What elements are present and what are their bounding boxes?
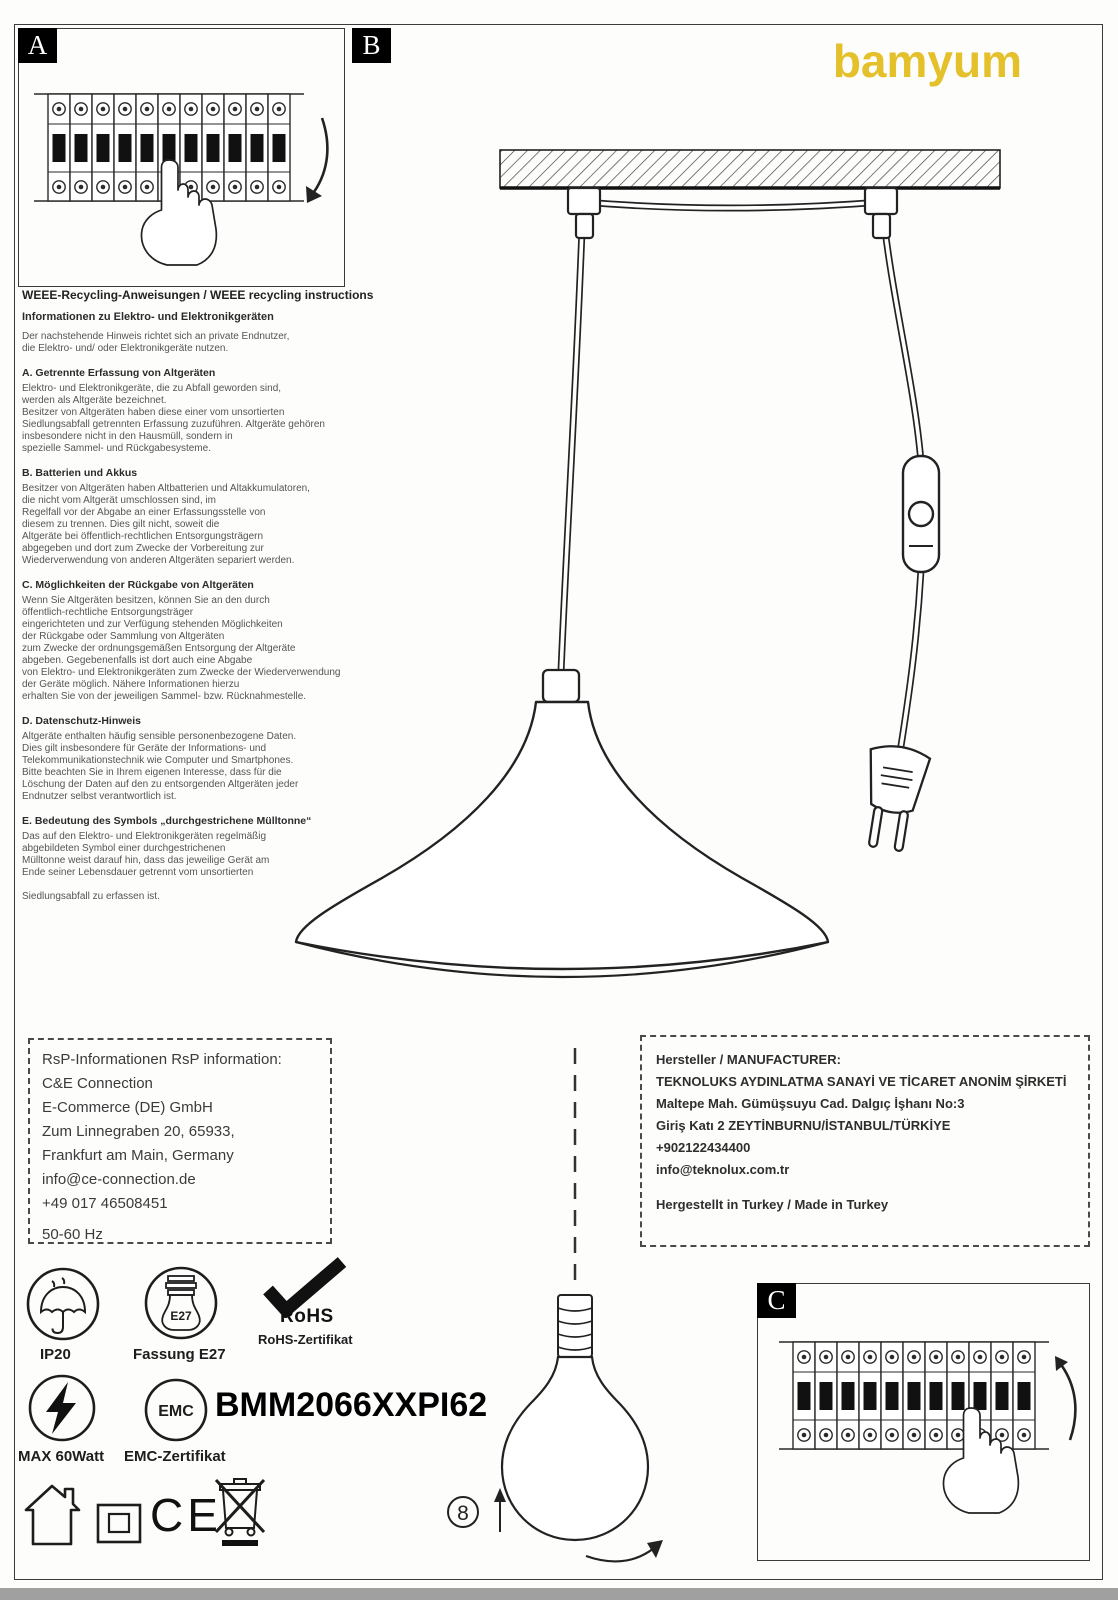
manufacturer-line: TEKNOLUKS AYDINLATMA SANAYİ VE TİCARET A… <box>656 1074 1067 1089</box>
manufacturer-line: Giriş Katı 2 ZEYTİNBURNU/İSTANBUL/TÜRKİY… <box>656 1118 951 1133</box>
weee-bin-icon <box>214 1478 266 1546</box>
manufacturer-line: info@teknolux.com.tr <box>656 1162 790 1177</box>
step-up-arrow-icon <box>494 1488 506 1532</box>
rsp-line: E-Commerce (DE) GmbH <box>42 1099 213 1116</box>
inline-switch <box>901 454 941 574</box>
ceiling <box>499 149 1001 189</box>
weee-section-c-body: Wenn Sie Altgeräten besitzen, können Sie… <box>22 595 341 702</box>
manufacturer-line: Hersteller / MANUFACTURER: <box>656 1052 841 1067</box>
fassung-e27-label: Fassung E27 <box>133 1346 226 1363</box>
made-in-line: Hergestellt in Turkey / Made in Turkey <box>656 1197 889 1212</box>
weee-section-d-heading: D. Datenschutz-Hinweis <box>22 715 142 727</box>
double-insulation-icon <box>96 1503 142 1544</box>
manufacturer-line: Maltepe Mah. Gümüşsuyu Cad. Dalgıç İşhan… <box>656 1096 965 1111</box>
manufacturer-box: Hersteller / MANUFACTURER: TEKNOLUKS AYD… <box>640 1035 1090 1247</box>
emc-text: EMC <box>158 1403 194 1420</box>
weee-section-a-body: Elektro- und Elektronikgeräte, die zu Ab… <box>22 383 325 454</box>
e27-text: E27 <box>170 1309 192 1323</box>
rsp-line: Frankfurt am Main, Germany <box>42 1147 234 1164</box>
panel-a-frame <box>18 28 345 287</box>
weee-footer: Siedlungsabfall zu erfassen ist. <box>22 891 160 902</box>
lamp-shade <box>294 700 830 971</box>
rsp-info-box: RsP-Informationen RsP information: C&E C… <box>28 1038 332 1244</box>
weee-section-d-body: Altgeräte enthalten häufig sensible pers… <box>22 731 299 802</box>
rsp-line: +49 017 46508451 <box>42 1195 168 1212</box>
rotate-arrow-icon <box>585 1540 663 1563</box>
light-bulb <box>500 1294 650 1542</box>
ip-umbrella-icon <box>26 1267 100 1341</box>
weee-section-b-body: Besitzer von Altgeräten haben Altbatteri… <box>22 483 310 566</box>
breaker-off-illustration <box>30 74 329 266</box>
weee-intro: Der nachstehende Hinweis richtet sich an… <box>22 331 290 354</box>
weee-section-e-heading: E. Bedeutung des Symbols „durchgestriche… <box>22 815 312 827</box>
rohs-check-icon <box>263 1257 347 1318</box>
ceiling-hook-right <box>863 186 899 240</box>
panel-c-frame <box>757 1283 1090 1561</box>
breaker-on-illustration <box>775 1322 1077 1514</box>
rsp-line: 50-60 Hz <box>42 1226 103 1243</box>
eu-plug <box>868 745 932 852</box>
weee-section-e-body: Das auf den Elektro- und Elektronikgerät… <box>22 831 270 878</box>
rsp-line: info@ce-connection.de <box>42 1171 196 1188</box>
section-label-c: C <box>757 1283 796 1318</box>
manufacturer-line: +902122434400 <box>656 1140 751 1155</box>
rohs-word: RoHS <box>280 1306 334 1327</box>
ce-mark: CE <box>150 1489 222 1541</box>
bottom-edge-strip <box>0 1588 1118 1600</box>
max-watt-icon <box>28 1374 96 1442</box>
arrow-up-icon <box>1055 1356 1068 1371</box>
house-icon <box>24 1484 81 1546</box>
weee-title: WEEE-Recycling-Anweisungen / WEEE recycl… <box>22 288 374 302</box>
step-number: 8 <box>457 1502 469 1525</box>
weee-section-c-heading: C. Möglichkeiten der Rückgabe von Altger… <box>22 579 254 591</box>
bulb-installation-illustration: 8 <box>447 1048 663 1563</box>
emc-icon: EMC <box>144 1378 208 1442</box>
arrow-down-icon <box>306 186 322 203</box>
ceiling-hook-left <box>566 186 602 240</box>
weee-text-column: WEEE-Recycling-Anweisungen / WEEE recycl… <box>22 288 406 902</box>
step-badge: 8 <box>447 1496 479 1528</box>
rsp-line: C&E Connection <box>42 1075 153 1092</box>
e27-socket-icon: E27 <box>144 1266 218 1340</box>
ip20-label: IP20 <box>40 1346 71 1363</box>
rohs-zertifikat-label: RoHS-Zertifikat <box>258 1332 353 1347</box>
max-watt-label: MAX 60Watt <box>18 1448 105 1465</box>
weee-section-a-heading: A. Getrennte Erfassung von Altgeräten <box>22 367 216 379</box>
section-label-a: A <box>18 28 57 63</box>
product-code: BMM2066XXPI62 <box>215 1386 488 1424</box>
weee-subtitle: Informationen zu Elektro- und Elektronik… <box>22 311 274 323</box>
pendant-lamp-illustration <box>294 149 1001 979</box>
rsp-line: RsP-Informationen RsP information: <box>42 1051 282 1068</box>
brand-logo: bamyum <box>832 35 1022 87</box>
rsp-line: Zum Linnegraben 20, 65933, <box>42 1123 235 1140</box>
page-border <box>14 24 1103 1580</box>
section-label-b: B <box>352 28 391 63</box>
shade-neck <box>541 668 581 704</box>
emc-zertifikat-label: EMC-Zertifikat <box>124 1448 226 1465</box>
weee-section-b-heading: B. Batterien und Akkus <box>22 467 138 479</box>
